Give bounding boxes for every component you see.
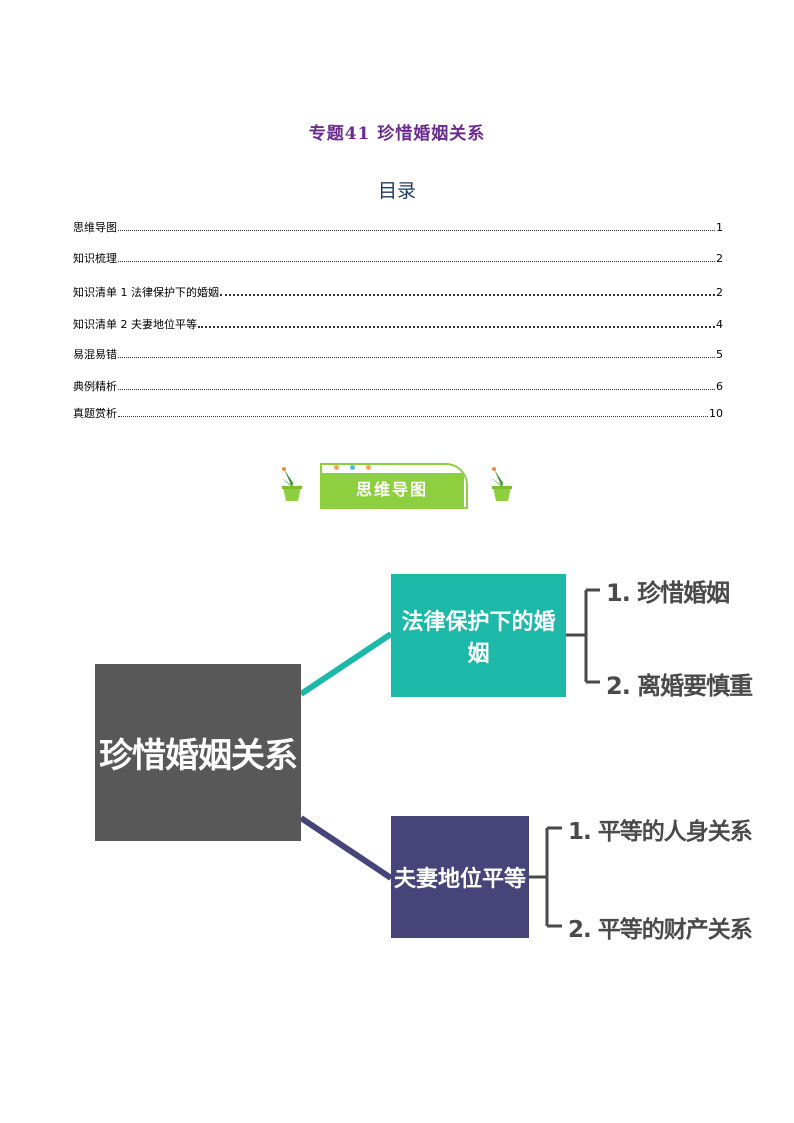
mind-map-branch-law: 法律保护下的婚姻 — [391, 574, 566, 697]
toc-entry-page: 2 — [716, 286, 723, 299]
toc-entry-label: 易混易错 — [73, 348, 117, 361]
toc-leader-dots — [118, 221, 715, 231]
potted-plant-icon — [278, 467, 306, 501]
section-banner: 思维导图 — [276, 459, 518, 509]
connector-law — [299, 631, 393, 697]
banner-label: 思维导图 — [320, 473, 464, 507]
mind-map-leaf: 1. 平等的人身关系 — [568, 819, 753, 845]
mind-map-leaf: 1. 珍惜婚姻 — [606, 579, 730, 607]
toc-entry-page: 5 — [716, 348, 723, 361]
connector-equal — [299, 815, 393, 881]
toc-entry[interactable]: 易混易错 5 — [73, 348, 723, 362]
toc-entry-page: 6 — [716, 380, 723, 393]
toc-entry-page: 1 — [716, 221, 723, 234]
toc-entry-page: 10 — [709, 407, 723, 420]
banner-dot — [350, 465, 355, 470]
toc-entry-page: 2 — [716, 252, 723, 265]
toc-leader-dots — [220, 285, 715, 296]
toc-entry-label: 知识清单 1 法律保护下的婚姻 — [73, 286, 219, 299]
toc-entry[interactable]: 思维导图 1 — [73, 221, 723, 235]
toc-leader-dots — [118, 348, 715, 358]
toc-leader-dots — [118, 380, 715, 390]
toc-entry-page: 4 — [716, 318, 723, 331]
toc-entry-label: 知识梳理 — [73, 252, 117, 265]
toc-leader-dots — [118, 252, 715, 262]
mind-map-root-node: 珍惜婚姻关系 — [95, 664, 301, 841]
banner-dot — [366, 465, 371, 470]
toc-heading: 目录 — [377, 180, 416, 202]
mind-map-leaf: 2. 离婚要慎重 — [606, 672, 753, 700]
toc-entry-label: 知识清单 2 夫妻地位平等 — [73, 318, 197, 331]
toc-entry[interactable]: 知识梳理 2 — [73, 252, 723, 266]
mind-map-leaf: 2. 平等的财产关系 — [568, 917, 753, 943]
mind-map-branch-equal: 夫妻地位平等 — [391, 816, 529, 938]
banner-dot — [334, 465, 339, 470]
document-title: 专题41 珍惜婚姻关系 — [308, 124, 486, 144]
potted-plant-icon — [488, 467, 516, 501]
toc-entry[interactable]: 典例精析 6 — [73, 380, 723, 394]
toc-entry-label: 真题赏析 — [73, 407, 117, 420]
toc-entry-label: 典例精析 — [73, 380, 117, 393]
toc-entry[interactable]: 知识清单 2 夫妻地位平等 4 — [73, 317, 723, 332]
toc-leader-dots — [198, 317, 715, 328]
toc-entry[interactable]: 知识清单 1 法律保护下的婚姻 2 — [73, 285, 723, 300]
toc-entry-label: 思维导图 — [73, 221, 117, 234]
toc-leader-dots — [118, 407, 708, 417]
toc-entry[interactable]: 真题赏析 10 — [73, 407, 723, 421]
